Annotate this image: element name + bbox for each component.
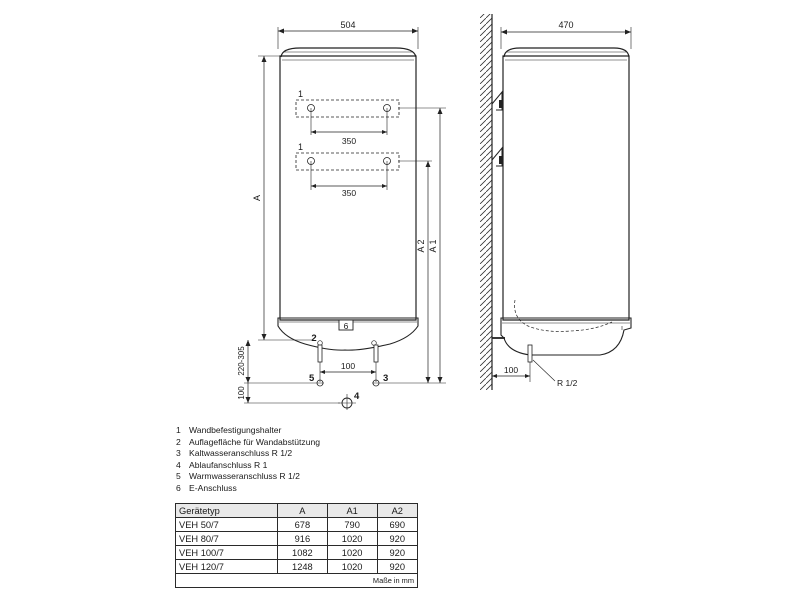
dimension-drawing: 504 1 350 1 350 A A 2 A 1 6 2 100 220-30… (237, 14, 632, 410)
height-a2-label: A 2 (416, 239, 426, 252)
table-cell: 1020 (326, 545, 378, 560)
table-cell: 678 (277, 517, 328, 532)
pipe-spacing-label: 100 (341, 361, 355, 371)
legend-number: 3 (176, 448, 181, 459)
legend-text: E-Anschluss (189, 482, 237, 493)
front-width-label: 504 (340, 20, 355, 30)
cold-water-number: 3 (383, 373, 388, 384)
legend-item: 4 Ablaufanschluss R 1 (176, 460, 476, 472)
table-cell: 916 (277, 531, 328, 546)
table-row: VEH 50/7 678 790 690 (175, 517, 418, 532)
legend-number: 5 (176, 471, 181, 482)
e-anschluss-number: 6 (344, 321, 349, 331)
legend-number: 4 (176, 459, 181, 470)
table-cell: 1020 (326, 531, 378, 546)
front-view (244, 27, 446, 410)
column-header-type: Gerätetyp (175, 503, 278, 518)
table-cell: 920 (376, 531, 418, 546)
legend-item: 5 Warmwasseranschluss R 1/2 (176, 471, 476, 483)
table-cell: 690 (376, 517, 418, 532)
legend-text: Wandbefestigungshalter (189, 425, 282, 435)
bracket-top-spacing: 350 (342, 136, 356, 146)
tank-front-top-cap (280, 47, 417, 58)
height-a-label: A (252, 195, 262, 201)
tank-front-body (279, 55, 417, 321)
table-cell: 920 (376, 545, 418, 560)
wall-offset-label: 100 (504, 365, 518, 375)
height-a1-label: A 1 (428, 239, 438, 252)
dimensions-table: Gerätetyp A A1 A2 VEH 50/7 678 790 690 V… (175, 503, 418, 588)
bracket-bottom-spacing: 350 (342, 188, 356, 198)
table-cell: VEH 100/7 (175, 545, 278, 560)
legend-text: Auflagefläche für Wandabstützung (189, 436, 321, 447)
table-row: VEH 80/7 916 1020 920 (175, 531, 418, 546)
legend-text: Ablaufanschluss R 1 (189, 459, 268, 470)
table-header-row: Gerätetyp A A1 A2 (175, 503, 418, 518)
table-cell: 1020 (326, 559, 378, 574)
table-cell: 920 (376, 559, 418, 574)
table-cell: 790 (326, 517, 378, 532)
legend-item: 6 E-Anschluss (176, 483, 476, 495)
units-note: Maße in mm (175, 573, 418, 588)
bottom-offset-label: 100 (237, 386, 246, 400)
table-cell: VEH 120/7 (175, 559, 278, 574)
wall (480, 14, 492, 390)
legend-number: 2 (176, 436, 181, 447)
table-cell: 1248 (277, 559, 328, 574)
column-header-a1: A1 (326, 503, 378, 518)
drain-number: 4 (354, 391, 360, 402)
table-cell: VEH 80/7 (175, 531, 278, 546)
side-depth-label: 470 (558, 20, 573, 30)
legend-item: 2 Auflagefläche für Wandabstützung (176, 437, 476, 449)
legend-text: Kaltwasseranschluss R 1/2 (189, 448, 293, 459)
bracket-bottom-number: 1 (298, 142, 303, 152)
legend-item: 3 Kaltwasseranschluss R 1/2 (176, 448, 476, 460)
legend: 1 Wandbefestigungshalter 2 Auflagefläche f… (176, 425, 476, 495)
legend-text: Warmwasseranschluss R 1/2 (189, 471, 300, 482)
warm-water-number: 5 (309, 373, 315, 384)
table-cell: VEH 50/7 (175, 517, 278, 532)
side-view (480, 14, 632, 390)
table-row: VEH 100/7 1082 1020 920 (175, 545, 418, 560)
support-surface-number: 2 (311, 333, 316, 344)
legend-number: 6 (176, 482, 181, 493)
column-header-a2: A2 (376, 503, 418, 518)
legend-number: 1 (176, 425, 181, 435)
column-header-a: A (277, 503, 328, 518)
legend-item: 1 Wandbefestigungshalter (176, 425, 476, 437)
table-cell: 1082 (277, 545, 328, 560)
table-row: VEH 120/7 1248 1020 920 (175, 559, 418, 574)
tank-front-bottom-cap (277, 317, 419, 351)
tank-side-body (502, 55, 630, 321)
range-label: 220-305 (237, 346, 246, 376)
table-units-row: Maße in mm (175, 573, 418, 588)
bracket-top-number: 1 (298, 89, 303, 99)
thread-label: R 1/2 (557, 378, 578, 388)
